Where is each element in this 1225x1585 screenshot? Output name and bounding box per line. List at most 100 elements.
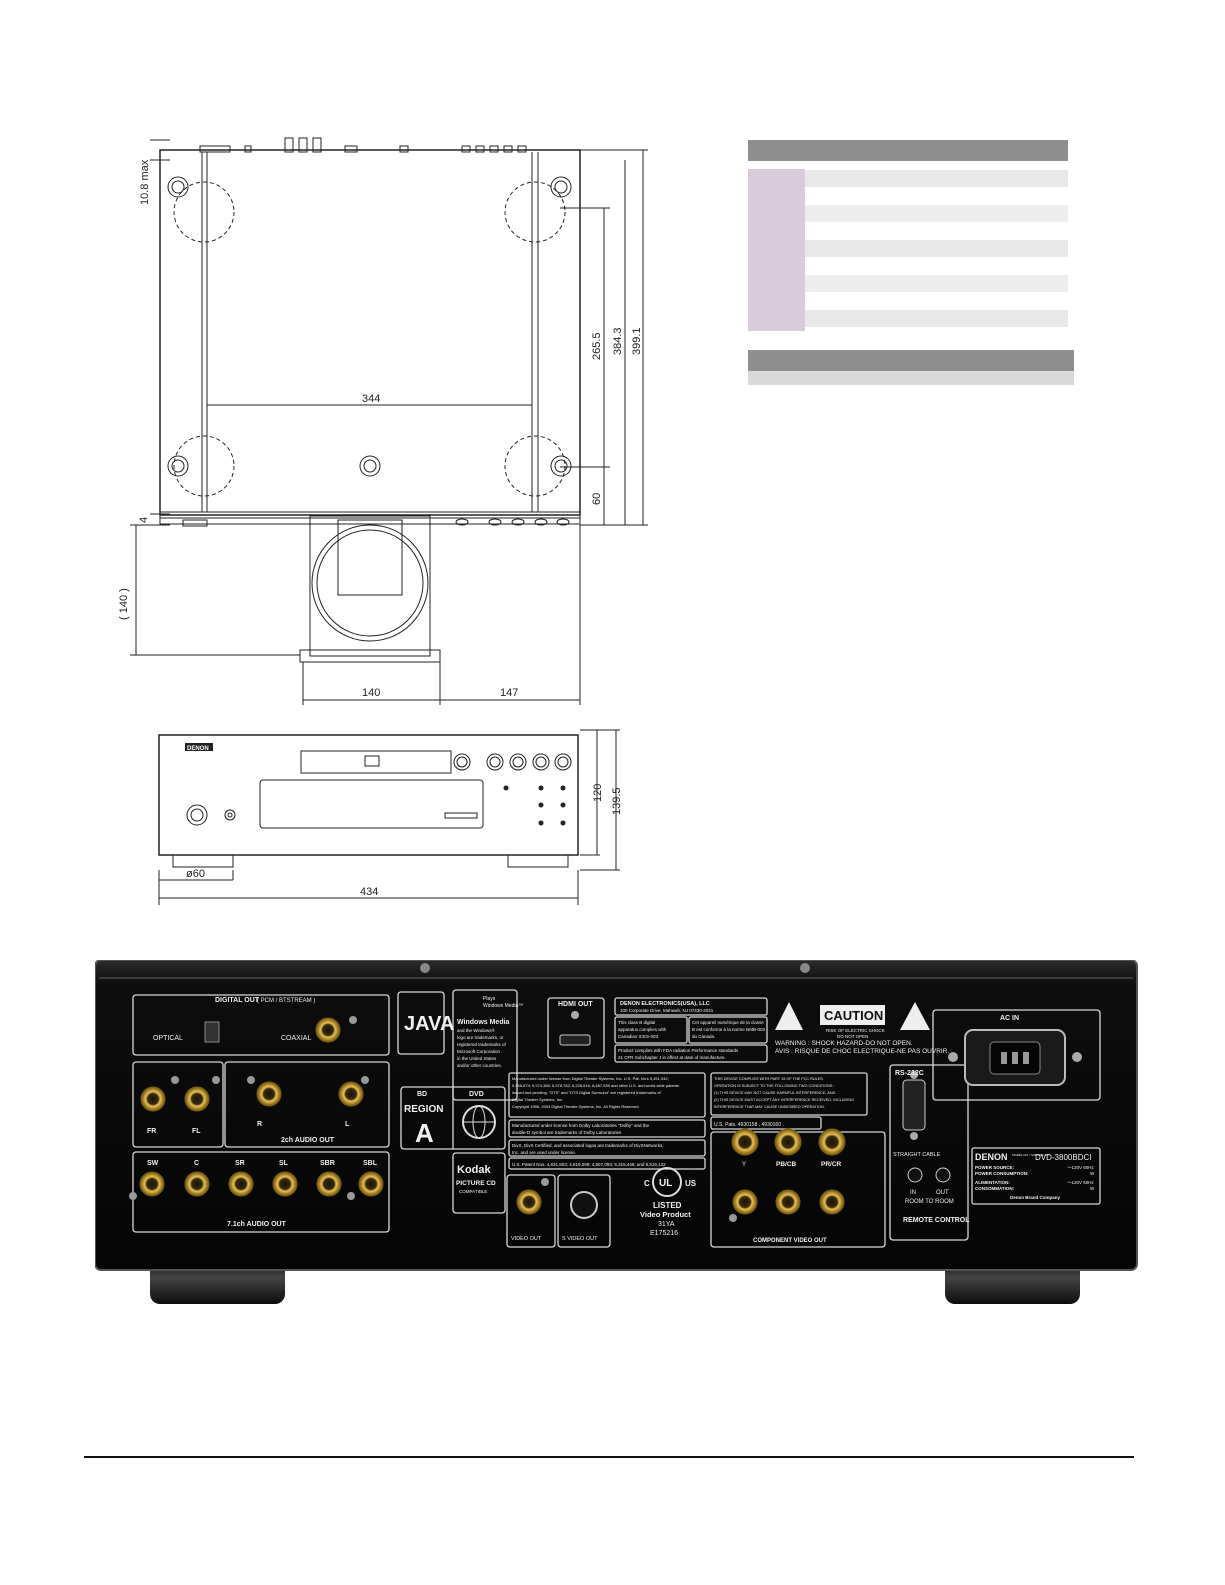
top-view-drawing: 10.8 max 265.5 384.3 399.1 344 60 4 ( 14… [118,137,648,705]
out-label: OUT [936,1190,949,1196]
dim-4: 4 [138,517,150,523]
fda-text: 21 CFR Subchapter J in effect at date of… [618,1055,726,1060]
caution-label: CAUTION [824,1008,883,1023]
c-label: C [194,1160,199,1167]
ac-in-label: AC IN [1000,1015,1019,1022]
in-label: IN [910,1190,916,1196]
dim-140-tray: ( 140 ) [118,588,130,620]
denon-address-1: DENON ELECTRONICS(USA), LLC [620,1001,710,1007]
dim-phi60: ø60 [186,868,205,880]
dim-384-3: 384.3 [612,327,624,355]
dim-147: 147 [500,687,518,699]
listed-label: LISTED [653,1201,682,1210]
dim-10-8: 10.8 max [139,159,151,205]
y-label: Y [742,1162,746,1168]
dim-140: 140 [362,687,380,699]
patent-text: U.S. Patent Nos. 4,631,603; 4,819,098; 4… [512,1162,666,1167]
wm-line: and the Windows® [457,1027,496,1033]
wm-line: in the United States [457,1056,497,1061]
sw-label: SW [147,1160,159,1167]
rs232c-label: RS-232C [895,1070,924,1077]
spec-table-row [805,205,1068,222]
71ch-audio-out-label: 7.1ch AUDIO OUT [227,1221,287,1228]
s-video-out-label: S VIDEO OUT [562,1236,598,1242]
dim-344: 344 [362,393,380,405]
dts-text: Copyright 1996, 2003 Digital Theater Sys… [512,1104,640,1109]
alim-value: ～120V 60Hz [1067,1180,1095,1185]
fcc-text: THIS DEVICE COMPLIES WITH PART 15 OF THE… [714,1077,824,1081]
alim-watt: W [1090,1186,1095,1191]
ul-us: US [685,1179,697,1188]
ul-c: C [644,1179,650,1188]
dts-text: issued and pending. "DTS" and "DTS Digit… [512,1090,662,1095]
spec-table [748,140,1068,345]
spec-table-2-header [748,350,1074,371]
dim-139-5: 139.5 [611,787,623,815]
power-value: ～120V 60Hz [1067,1165,1095,1170]
caution-sub-2: DO NOT OPEN [837,1034,868,1039]
dim-60: 60 [591,493,603,505]
pr-cr-label: PR/CR [821,1161,842,1168]
chassis-front-outline [158,734,579,856]
dim-399-1: 399.1 [631,327,643,355]
dolby-text: double-D symbol are trademarks of Dolby … [512,1130,622,1135]
class-b-fr: du Canada. [692,1034,715,1039]
video-out-label: VIDEO OUT [511,1236,542,1242]
spec-table-header [748,140,1068,161]
warning-fr: AVIS : RISQUE DE CHOC ELECTRIQUE-NE PAS … [775,1048,949,1055]
spec-table-row [805,240,1068,257]
fda-text: Product complies with FDA radiation Perf… [618,1048,739,1053]
kodak-logo: Kodak [457,1164,492,1176]
wm-line: and/or other countries. [457,1063,502,1068]
spec-table-body [748,169,1068,345]
label-brand: DENON [975,1152,1008,1162]
class-b-en: apparatus complies with [618,1027,667,1032]
class-b-fr: Cet appareil numérique de la classe [692,1020,764,1025]
windows-media-logo: Windows Media [457,1019,510,1026]
power-consumption-label: POWER CONSUMPTION: [975,1171,1029,1176]
fr-label: FR [147,1128,156,1135]
disc-tray-outline [309,515,431,657]
divx-text: Inc. and are used under license. [512,1150,576,1155]
dts-text: Manufactured under license from Digital … [512,1076,669,1081]
chassis-top-outline [159,149,581,516]
fcc-text: OPERATION IS SUBJECT TO THE FOLLOWING TW… [714,1084,834,1088]
wm-line: logo are trademarks, or [457,1035,504,1040]
digital-out-label: DIGITAL OUT [215,997,260,1004]
bd-label: BD [417,1091,427,1098]
wm-line: Microsoft Corporation [457,1049,501,1054]
compatible-label: COMPATIBLE [459,1189,487,1194]
picture-cd-label: PICTURE CD [456,1180,496,1187]
power-watt: W [1090,1171,1095,1176]
windows-media-small: Windows Media™ [483,1003,523,1009]
dim-265-5: 265.5 [591,332,603,360]
warning-en: WARNING : SHOCK HAZARD-DO NOT OPEN. [775,1040,913,1047]
fcc-text: INTERFERENCE THAT MAY CAUSE UNDESIRED OP… [714,1105,825,1109]
region-label: REGION [404,1104,443,1115]
fcc-text: (2) THIS DEVICE MUST ACCEPT ANY INTERFER… [714,1098,854,1102]
power-source-label: POWER SOURCE: [975,1165,1015,1170]
spec-table-row [805,275,1068,292]
optical-label: OPTICAL [153,1035,183,1042]
wm-line: registered trademarks of [457,1042,507,1047]
dvd-label: DVD [469,1091,484,1098]
spec-table-row [805,170,1068,187]
company-label: Denon Brand Company [1010,1195,1061,1200]
class-b-fr: B est conforme à la norme NMB-003 [692,1027,766,1032]
spec-table-2-row [748,371,1074,385]
hdmi-out-label: HDMI OUT [558,1001,593,1008]
windows-plays: Plays [483,996,496,1002]
footer-rule [84,1456,1134,1458]
remote-control-label: REMOTE CONTROL [903,1217,970,1224]
sl-label: SL [279,1160,289,1167]
2ch-audio-out-label: 2ch AUDIO OUT [281,1137,335,1144]
ul-code: 31YA [658,1221,675,1228]
region-letter: A [415,1118,434,1148]
class-b-en: This class B digital [618,1020,655,1025]
fl-label: FL [192,1128,201,1135]
model-name: DVD-3800BDCI [1035,1153,1091,1162]
dim-434: 434 [360,886,378,898]
ul-file: E175216 [650,1230,678,1237]
front-view-drawing: DENON 120 139.5 ø60 434 [158,729,623,905]
straight-cable-label: STRAIGHT CABLE [893,1152,941,1158]
